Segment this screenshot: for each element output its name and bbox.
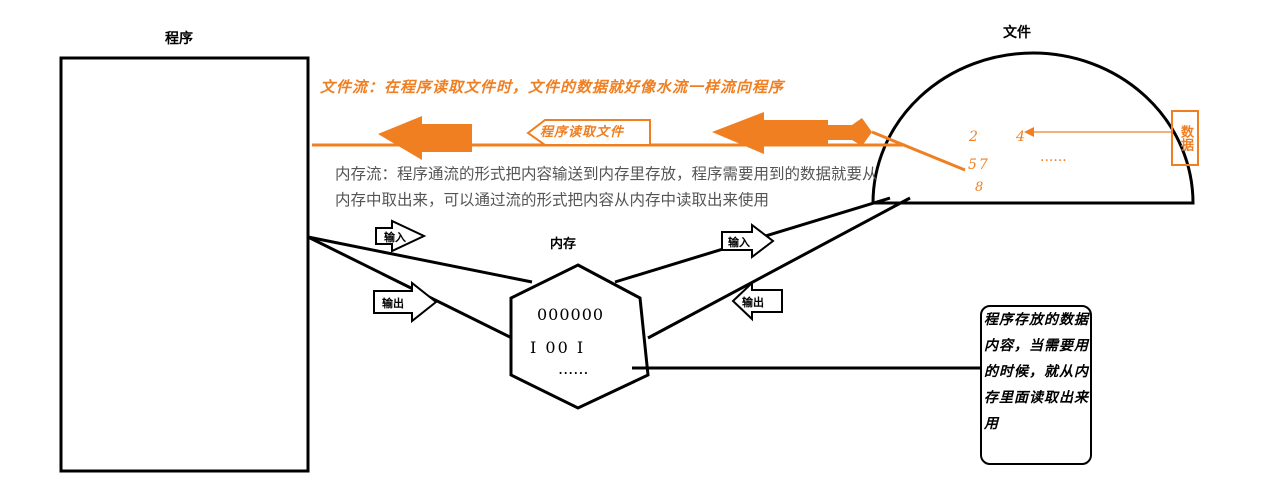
memory-stream-description: 内存流：程序通流的形式把内容输送到内存里存放，程序需要用到的数据就要从内存中取出… xyxy=(335,165,878,209)
output-arrow-right-label: 输出 xyxy=(742,296,764,309)
program-box xyxy=(59,56,310,473)
read-file-label: 程序读取文件 xyxy=(540,125,625,140)
stream-tail xyxy=(828,118,872,146)
output-arrow-left-label: 输出 xyxy=(382,297,404,310)
file-dome xyxy=(871,51,1195,205)
stream-arrow-left xyxy=(378,116,472,160)
file-memory-line-2 xyxy=(647,196,911,340)
memory-title: 内存 xyxy=(550,237,577,252)
input-arrow-right-shape xyxy=(721,222,775,260)
memory-content-line-1: 000000 xyxy=(537,305,605,324)
file-number-8: 8 xyxy=(975,180,984,195)
output-arrow-right-shape xyxy=(731,280,783,322)
read-arrow-outline xyxy=(526,119,651,146)
note-box xyxy=(980,305,1092,465)
file-number-4: 4 xyxy=(1016,129,1025,145)
stream-arrow-right xyxy=(712,112,828,154)
file-number-2: 2 xyxy=(969,129,978,145)
file-ellipsis: ...... xyxy=(1040,149,1067,165)
program-memory-line-2 xyxy=(307,235,513,340)
file-stream-caption: 文件流：在程序读取文件时，文件的数据就好像水流一样流向程序 xyxy=(320,78,785,96)
file-title: 文件 xyxy=(1003,25,1031,41)
input-arrow-right-label: 输入 xyxy=(728,236,750,249)
input-arrow-left-shape xyxy=(375,219,427,253)
file-number-57: 57 xyxy=(968,157,990,173)
data-pointer-head xyxy=(1024,127,1034,137)
note-text: 程序存放的数据内容，当需要用的时候，就从内存里面读取出来用 xyxy=(984,312,1089,432)
program-title: 程序 xyxy=(165,31,193,47)
output-arrow-left-shape xyxy=(373,280,438,324)
memory-hexagon xyxy=(509,263,650,410)
data-label-box: 数据 xyxy=(1171,110,1199,166)
program-memory-line-1 xyxy=(307,235,533,284)
memory-content-line-2: I 00 I xyxy=(530,338,586,357)
memory-content-ellipsis: ...... xyxy=(558,359,589,378)
input-arrow-left-label: 输入 xyxy=(384,231,406,244)
stream-to-dome xyxy=(871,130,966,172)
